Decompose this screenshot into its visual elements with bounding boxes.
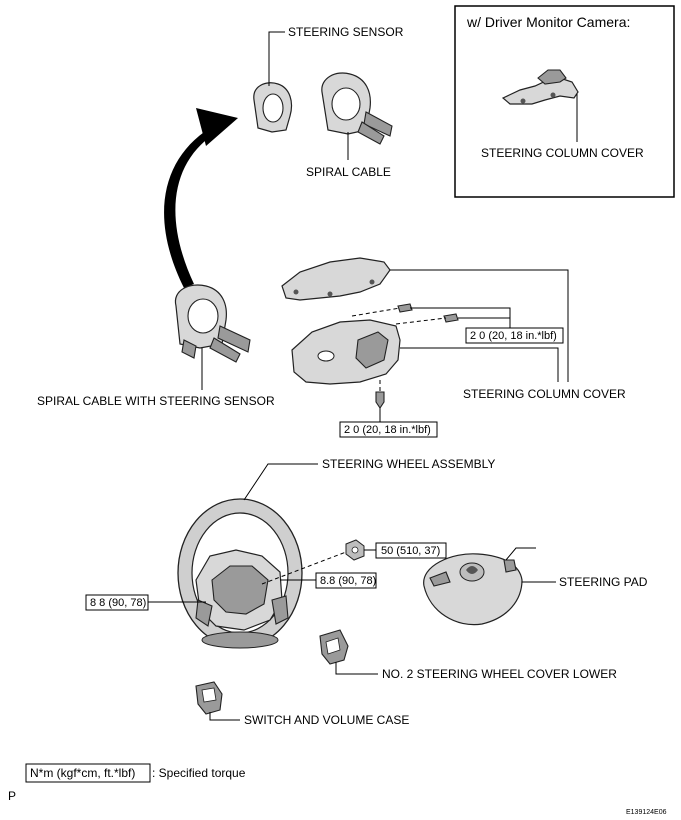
steering-pad-top-leader xyxy=(505,547,536,561)
column-cover-leader-upper xyxy=(390,269,569,382)
nut-dash xyxy=(261,551,347,585)
spiral-cable-part xyxy=(321,72,393,145)
pad-screw-right-box xyxy=(315,572,377,589)
steering-pad-label: STEERING PAD xyxy=(559,575,648,589)
legend-unit-text: N*m (kgf*cm, ft.*lbf) xyxy=(30,766,135,780)
wheel-nut-torque-value: 50 (510, 37) xyxy=(381,545,440,557)
no2-cover-lower-part xyxy=(319,629,349,665)
switch-volume-case-leader xyxy=(209,712,240,721)
wheel-nut-torque-box xyxy=(375,542,447,559)
inset-frame xyxy=(454,5,675,198)
screw-dash-2 xyxy=(395,317,447,325)
pad-screw-right-value: 8.8 (90, 78) xyxy=(320,575,376,587)
screw-dash-1 xyxy=(351,307,401,317)
steering-column-cover-label: STEERING COLUMN COVER xyxy=(463,387,626,401)
no2-cover-lower-label: NO. 2 STEERING WHEEL COVER LOWER xyxy=(382,667,617,681)
legend-unit-box xyxy=(25,763,151,783)
spiral-cable-with-sensor-label: SPIRAL CABLE WITH STEERING SENSOR xyxy=(37,394,275,408)
steering-wheel-label: STEERING WHEEL ASSEMBLY xyxy=(322,457,495,471)
footer-left-mark: P xyxy=(8,789,16,803)
switch-volume-case-label: SWITCH AND VOLUME CASE xyxy=(244,713,409,727)
steering-column-cover-upper-part xyxy=(281,257,391,301)
cover-screws xyxy=(375,303,459,409)
torque-upper-leader-1 xyxy=(410,307,511,328)
steering-sensor-label: STEERING SENSOR xyxy=(288,25,404,39)
torque-upper-box xyxy=(465,327,564,344)
torque-lower-box xyxy=(339,421,438,438)
steering-wheel-part xyxy=(177,498,303,649)
torque-upper-value: 2 0 (20, 18 in.*lbf) xyxy=(470,330,557,342)
figure-code: E139124E06 xyxy=(626,809,667,816)
wheel-nut-part xyxy=(345,539,365,561)
pad-screw-left-value: 8 8 (90, 78) xyxy=(90,597,146,609)
torque-lower-value: 2 0 (20, 18 in.*lbf) xyxy=(344,424,431,436)
driver-monitor-camera-inset: w/ Driver Monitor Camera: STEERING COLUM… xyxy=(454,5,675,198)
inset-title: w/ Driver Monitor Camera: xyxy=(466,14,630,30)
assembly-direction-arrow xyxy=(164,108,238,288)
no2-cover-lower-leader xyxy=(335,662,378,675)
inset-column-cover-part xyxy=(501,69,579,105)
spiral-cable-label: SPIRAL CABLE xyxy=(306,165,391,179)
torque-legend: N*m (kgf*cm, ft.*lbf) : Specified torque xyxy=(25,763,246,783)
steering-pad-part xyxy=(423,553,523,626)
spiral-cable-with-sensor-part xyxy=(174,284,251,363)
steering-column-cover-lower-part xyxy=(291,319,401,385)
legend-description: : Specified torque xyxy=(152,766,246,780)
column-cover-leader-lower xyxy=(400,347,559,382)
steering-sensor-leader xyxy=(268,31,285,86)
steering-wheel-leader xyxy=(243,463,318,501)
switch-volume-case-part xyxy=(195,681,223,715)
steering-sensor-part xyxy=(253,82,293,133)
pad-screw-left-box xyxy=(85,594,149,611)
inset-cover-label: STEERING COLUMN COVER xyxy=(481,146,644,160)
